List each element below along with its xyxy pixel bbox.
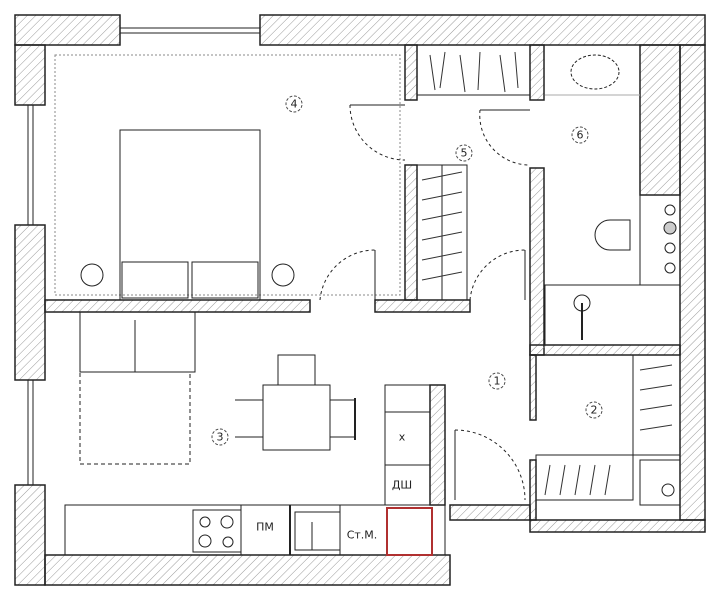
room-number-4: 4 bbox=[285, 95, 303, 113]
kitchen-wall bbox=[429, 384, 446, 506]
left-wall-mid bbox=[14, 224, 46, 381]
left-wall-bottom bbox=[14, 484, 46, 586]
dining-table bbox=[262, 384, 331, 451]
toilet bbox=[594, 219, 631, 251]
room-number-5: 5 bbox=[455, 144, 473, 162]
corner-cabinet bbox=[386, 507, 433, 556]
room-number-6: 6 bbox=[571, 126, 589, 144]
room2-wall-a bbox=[529, 354, 537, 421]
washer-label: Ст.М. bbox=[346, 528, 378, 542]
bedroom-wall-right bbox=[374, 299, 471, 313]
bedroom-wall-left bbox=[44, 299, 311, 313]
dishwasher-label: ДШ bbox=[391, 478, 413, 492]
bath-wall-top bbox=[529, 44, 545, 101]
top-wall-right bbox=[259, 14, 706, 46]
right-wall bbox=[679, 44, 706, 521]
room-number-2: 2 bbox=[585, 401, 603, 419]
room2-wall-b bbox=[529, 459, 537, 521]
top-wall-left bbox=[14, 14, 121, 46]
room-number-1: 1 bbox=[488, 372, 506, 390]
bath-wall-right bbox=[639, 44, 681, 196]
shower bbox=[544, 284, 681, 346]
microwave-label: ПМ bbox=[256, 520, 274, 534]
bottom-wall bbox=[44, 554, 451, 586]
bottom-right-wall bbox=[529, 519, 706, 533]
left-wall-top bbox=[14, 44, 46, 106]
closet-wall-top bbox=[404, 44, 418, 101]
bottom-wall-step bbox=[449, 504, 531, 521]
closet-wall bbox=[404, 164, 418, 301]
bed bbox=[119, 129, 261, 301]
fridge-label: х bbox=[398, 430, 406, 444]
room-number-3: 3 bbox=[211, 428, 229, 446]
furniture bbox=[27, 27, 681, 556]
walls bbox=[14, 14, 706, 586]
bath-wall-left bbox=[529, 167, 545, 356]
bath-wall-bottom bbox=[529, 344, 681, 356]
